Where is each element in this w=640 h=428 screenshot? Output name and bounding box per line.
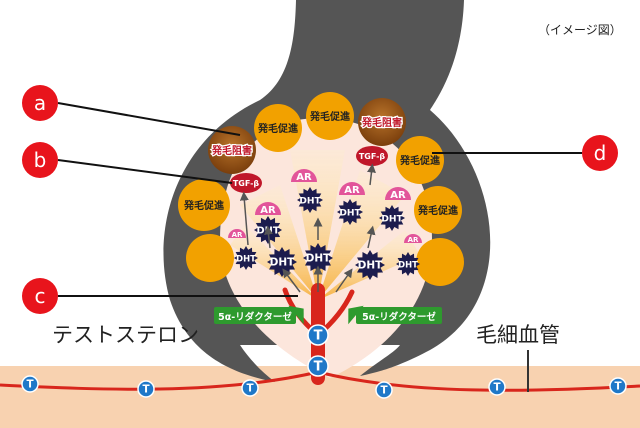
ar-receptor: AR — [339, 182, 365, 196]
testosterone-badge: T — [21, 375, 39, 393]
image-note: （イメージ図） — [538, 23, 622, 37]
reductase-left: 5α-リダクターゼ — [214, 305, 304, 325]
callout-c-label: c — [35, 284, 46, 308]
svg-text:AR: AR — [390, 190, 406, 201]
dht-label: DHT — [339, 209, 361, 219]
reductase-label-left: 5α-リダクターゼ — [218, 311, 292, 323]
reductase-right: 5α-リダクターゼ — [348, 305, 442, 325]
inhibit-cell-top-right: 発毛阻害 — [358, 98, 406, 146]
svg-text:AR: AR — [344, 185, 360, 196]
tgf-badge-left: TGF-β — [230, 173, 262, 193]
dht-molecule: DHT — [234, 246, 258, 270]
testosterone-badge: T — [241, 379, 259, 397]
testosterone-badge-label: T — [380, 385, 388, 397]
ar-receptor: AR — [404, 234, 422, 244]
dht-label: DHT — [398, 260, 418, 270]
svg-text:TGF-β: TGF-β — [359, 152, 386, 161]
testosterone-badge-label: T — [314, 360, 323, 375]
testosterone-badge-label: T — [314, 329, 323, 344]
promote-cell-right-mid: 発毛促進 — [414, 186, 462, 234]
ar-receptor: AR — [228, 229, 246, 239]
testosterone-label: テストステロン — [52, 323, 199, 347]
testosterone-badge-label: T — [614, 381, 622, 393]
dht-molecule: DHT — [379, 205, 405, 231]
dht-molecule: DHT — [396, 252, 420, 276]
svg-text:AR: AR — [296, 172, 312, 183]
dht-molecule: DHT — [355, 250, 385, 280]
promote-label: 発毛促進 — [399, 154, 441, 167]
callout-b: b — [22, 142, 58, 178]
callout-a: a — [22, 85, 58, 121]
dht-molecule: DHT — [337, 199, 363, 225]
promote-cell-top: 発毛促進 — [306, 92, 354, 140]
testosterone-badge: T — [375, 381, 393, 399]
callout-lines — [57, 102, 582, 297]
ar-receptor: AR — [291, 169, 317, 183]
svg-text:AR: AR — [260, 205, 276, 216]
testosterone-badge-label: T — [26, 379, 34, 391]
dht-label: DHT — [270, 257, 296, 269]
testosterone-badges: T T T T T T T T — [21, 324, 627, 399]
inhibit-label: 発毛阻害 — [211, 144, 252, 157]
dht-molecule: DHT — [303, 243, 333, 273]
testosterone-badge-label: T — [142, 384, 150, 396]
callout-d-label: d — [594, 141, 607, 165]
testosterone-badge: T — [609, 377, 627, 395]
testosterone-badge-label: T — [493, 382, 501, 394]
promote-cell-top-left: 発毛促進 — [254, 104, 302, 152]
cell-ring: 発毛促進 発毛促進 発毛阻害 発毛阻害 発毛促進 発毛促進 発毛促進 — [178, 92, 464, 286]
testosterone-badge: T — [307, 355, 329, 377]
testosterone-badge: T — [137, 380, 155, 398]
dht-molecule: DHT — [297, 187, 323, 213]
callout-b-label: b — [34, 148, 47, 172]
dht-label: DHT — [306, 253, 332, 265]
ar-receptor: AR — [385, 187, 411, 201]
reductase-label-right: 5α-リダクターゼ — [362, 311, 436, 323]
ar-receptors: AR AR AR AR AR AR — [228, 169, 422, 244]
promote-label: 発毛促進 — [309, 110, 351, 123]
promote-cell-left-mid: 発毛促進 — [178, 179, 230, 231]
callout-a-label: a — [34, 91, 46, 115]
promote-label: 発毛促進 — [257, 122, 299, 135]
svg-text:TGF-β: TGF-β — [233, 179, 260, 188]
testosterone-badge: T — [307, 324, 329, 346]
inhibit-cell-left: 発毛阻害 — [208, 126, 256, 174]
dht-label: DHT — [236, 254, 256, 264]
promote-label: 発毛促進 — [417, 204, 459, 217]
inhibit-label: 発毛阻害 — [361, 116, 402, 129]
dht-label: DHT — [358, 260, 384, 272]
testosterone-badge: T — [488, 378, 506, 396]
promote-cell-left-low — [186, 234, 234, 282]
dht-label: DHT — [381, 215, 403, 225]
promote-label: 発毛促進 — [183, 199, 225, 212]
testosterone-badge-label: T — [246, 383, 254, 395]
callout-c: c — [22, 278, 58, 314]
promote-cell-right-low — [416, 238, 464, 286]
signal-arrows — [239, 163, 376, 293]
svg-text:AR: AR — [232, 231, 243, 239]
tgf-badge-right: TGF-β — [356, 146, 388, 166]
callout-d: d — [582, 135, 618, 171]
ar-receptor: AR — [255, 202, 281, 216]
svg-text:AR: AR — [408, 236, 419, 244]
capillary-label: 毛細血管 — [476, 323, 560, 347]
promote-cell-right: 発毛促進 — [396, 136, 444, 184]
dht-label: DHT — [299, 197, 321, 207]
